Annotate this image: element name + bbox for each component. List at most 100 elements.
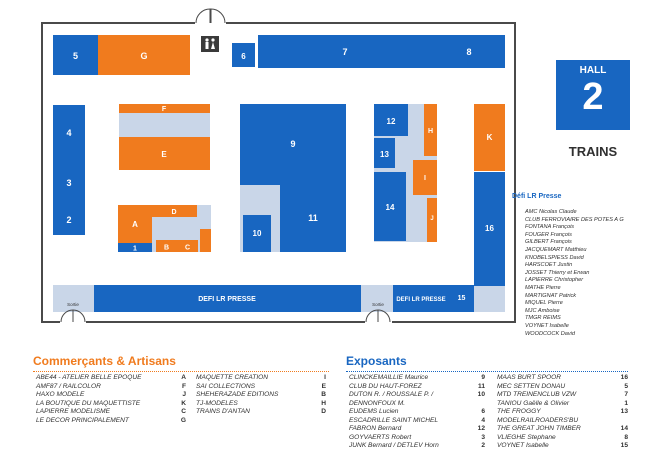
legend-entry-name: AMF87 / RAILCOLOR: [36, 382, 101, 390]
legend-entry-name: THE FROGGY MODELRAILROADERS'BU: [497, 408, 579, 424]
legend-entry-code: A: [181, 374, 186, 381]
stand-H-label: H: [428, 128, 433, 135]
stand-B[interactable]: [156, 240, 177, 252]
legend-entry-code: 11: [478, 382, 485, 390]
stand-I[interactable]: [413, 160, 437, 195]
stand-D[interactable]: [152, 205, 197, 217]
legend-entry-name: FABRON Bernard: [349, 425, 402, 432]
restroom-icon: [201, 36, 219, 52]
stand-K[interactable]: [474, 104, 505, 171]
stand-defi-lr-presse-1[interactable]: [94, 285, 361, 312]
defi-participant: MATHE Pierre: [525, 284, 561, 291]
legend-entry-name: TJ-MODELES: [196, 399, 238, 407]
stand-12[interactable]: [374, 104, 408, 136]
legend-entry-name: LA BOUTIQUE DU MAQUETTISTE: [36, 399, 141, 407]
stand-J-label: J: [430, 216, 433, 222]
legend-entry-name: MTD TREINENCLUB VZW: [497, 391, 577, 398]
stand-5-label: 5: [73, 51, 78, 61]
hall-number-badge: HALL 2: [556, 60, 630, 130]
stand-I-label: I: [424, 175, 426, 182]
defi-participant: GILBERT François: [525, 239, 572, 246]
stand-16[interactable]: [474, 172, 505, 286]
stand-9[interactable]: [240, 104, 346, 185]
aisle-gray-bottom-right: [474, 286, 505, 312]
stand-H[interactable]: [424, 104, 437, 156]
stand-4[interactable]: [53, 105, 85, 161]
legend-entry-code: B: [321, 391, 326, 398]
stand-11[interactable]: [280, 185, 346, 252]
stand-G-label: G: [140, 51, 147, 61]
stand-C[interactable]: [177, 240, 198, 252]
stand-defi-lr-presse-2[interactable]: [393, 285, 449, 312]
stand-14[interactable]: [374, 172, 406, 241]
stand-15[interactable]: [449, 285, 474, 312]
defi-participant: FOUGER François: [525, 231, 572, 238]
legend-entry: AMF87 / RAILCOLOR F: [36, 383, 186, 392]
legend-entry-code: 9: [481, 374, 485, 381]
stand-16-label: 16: [485, 224, 494, 233]
stand-8[interactable]: [433, 35, 505, 68]
legend-entry-name: EUDEMS Lucien: [349, 408, 399, 415]
stand-1[interactable]: [118, 243, 152, 252]
stand-13[interactable]: [374, 138, 395, 168]
legend-entry-name: GOYVAERTS Robert: [349, 433, 412, 441]
aisle-gray-fe: [119, 113, 210, 137]
stand-J[interactable]: [427, 198, 437, 242]
defi-participant: TMGR REIMS: [525, 315, 561, 322]
stand-11-label: 11: [308, 213, 318, 223]
legend-entry-name: TANIOU Gaëlle & Olivier: [497, 399, 570, 407]
hall-label: HALL: [579, 65, 607, 76]
stand-F-label: F: [162, 106, 167, 113]
stand-13-label: 13: [380, 150, 389, 159]
defi-participant: CLUB FERROVIAIRE DES POTES A G: [525, 216, 624, 223]
stand-5[interactable]: [53, 35, 98, 75]
merchants-title: Commerçants & Artisans: [33, 354, 176, 368]
defi-participant: LAPIERRE Christopher: [525, 277, 584, 284]
legend-entry-name: THE GREAT JOHN TIMBER: [497, 425, 581, 432]
legend-entry-code: H: [321, 399, 326, 407]
legend-entry-code: 10: [477, 391, 485, 398]
stand-2[interactable]: [53, 204, 85, 235]
legend-entry-code: 2: [481, 442, 485, 449]
legend-entry-name: CLUB DU HAUT-FOREZ: [349, 382, 422, 390]
stand-10[interactable]: [243, 215, 271, 252]
stand-A[interactable]: [118, 205, 152, 243]
defi-participant: AMC Nicolas Claude: [525, 209, 577, 215]
merchants-rule: [33, 371, 329, 372]
legend-entry-code: 5: [624, 382, 628, 390]
stand-C-extension[interactable]: [200, 229, 211, 252]
legend-entry-name: DUTON R. / ROUSSALE P. / DENNONFOUX M.: [349, 391, 434, 407]
exhibitors-title: Exposants: [346, 354, 407, 368]
legend-entry-code: 15: [620, 442, 628, 449]
defi-participant: HARSCOET Justin: [525, 262, 573, 269]
defi-participant: WOODCOCK David: [525, 330, 576, 337]
stand-D-label: D: [171, 209, 176, 216]
stand-F[interactable]: [119, 104, 210, 113]
legend-entry-code: 3: [481, 433, 485, 441]
legend-entry-code: C: [181, 408, 186, 415]
stand-G[interactable]: [98, 35, 190, 75]
legend-entry-code: F: [181, 382, 186, 390]
stand-E[interactable]: [119, 137, 210, 170]
stand-3[interactable]: [53, 161, 85, 204]
exhibitors-rule: [346, 371, 628, 372]
legend-entry-name: TRAINS D'ANTAN: [196, 408, 250, 415]
stand-6[interactable]: [232, 43, 255, 67]
stand-7[interactable]: [258, 35, 433, 68]
defi-participant: JOSSET Thierry et Erwan: [525, 269, 590, 276]
